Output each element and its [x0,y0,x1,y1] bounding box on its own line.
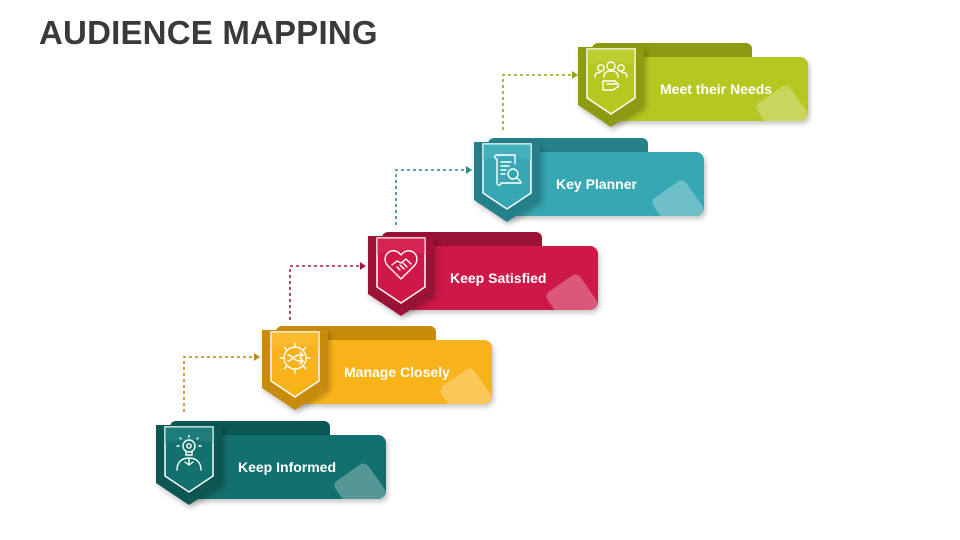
step-badge [152,421,226,507]
step-label: Key Planner [556,176,637,192]
step-badge [258,326,332,412]
step-label: Keep Satisfied [450,270,547,286]
shield-inner [270,331,320,398]
step-label: Meet their Needs [660,81,773,97]
step-keep-satisfied: Keep Satisfied [364,232,604,322]
step-badge [364,232,438,318]
shield-gloss [377,238,425,254]
connector-4-arrow [572,71,578,79]
document-search-icon [494,154,522,186]
handshake-heart-icon [384,250,418,280]
connector-1 [183,356,254,412]
shield-gloss [587,49,635,65]
connector-4 [502,74,572,130]
connector-1-arrow [254,353,260,361]
step-keep-informed: Keep Informed [152,421,392,511]
people-group-icon [594,61,628,91]
shield-inner [482,143,532,210]
connector-2 [289,265,360,320]
step-meet-their-needs: Meet their Needs [574,43,814,133]
step-label: Keep Informed [238,459,337,475]
shield-gloss [271,332,319,348]
shield-inner [376,237,426,304]
connector-3-arrow [466,166,472,174]
idea-person-icon [176,435,202,471]
step-badge [574,43,648,129]
connector-2-arrow [360,262,366,270]
step-key-planner: Key Planner [470,138,710,228]
gear-arrows-icon [279,342,311,374]
page-title: AUDIENCE MAPPING [39,14,378,51]
step-manage-closely: Manage Closely [258,326,498,416]
step-label: Manage Closely [344,364,450,380]
step-badge [470,138,544,224]
connector-3 [395,169,466,225]
